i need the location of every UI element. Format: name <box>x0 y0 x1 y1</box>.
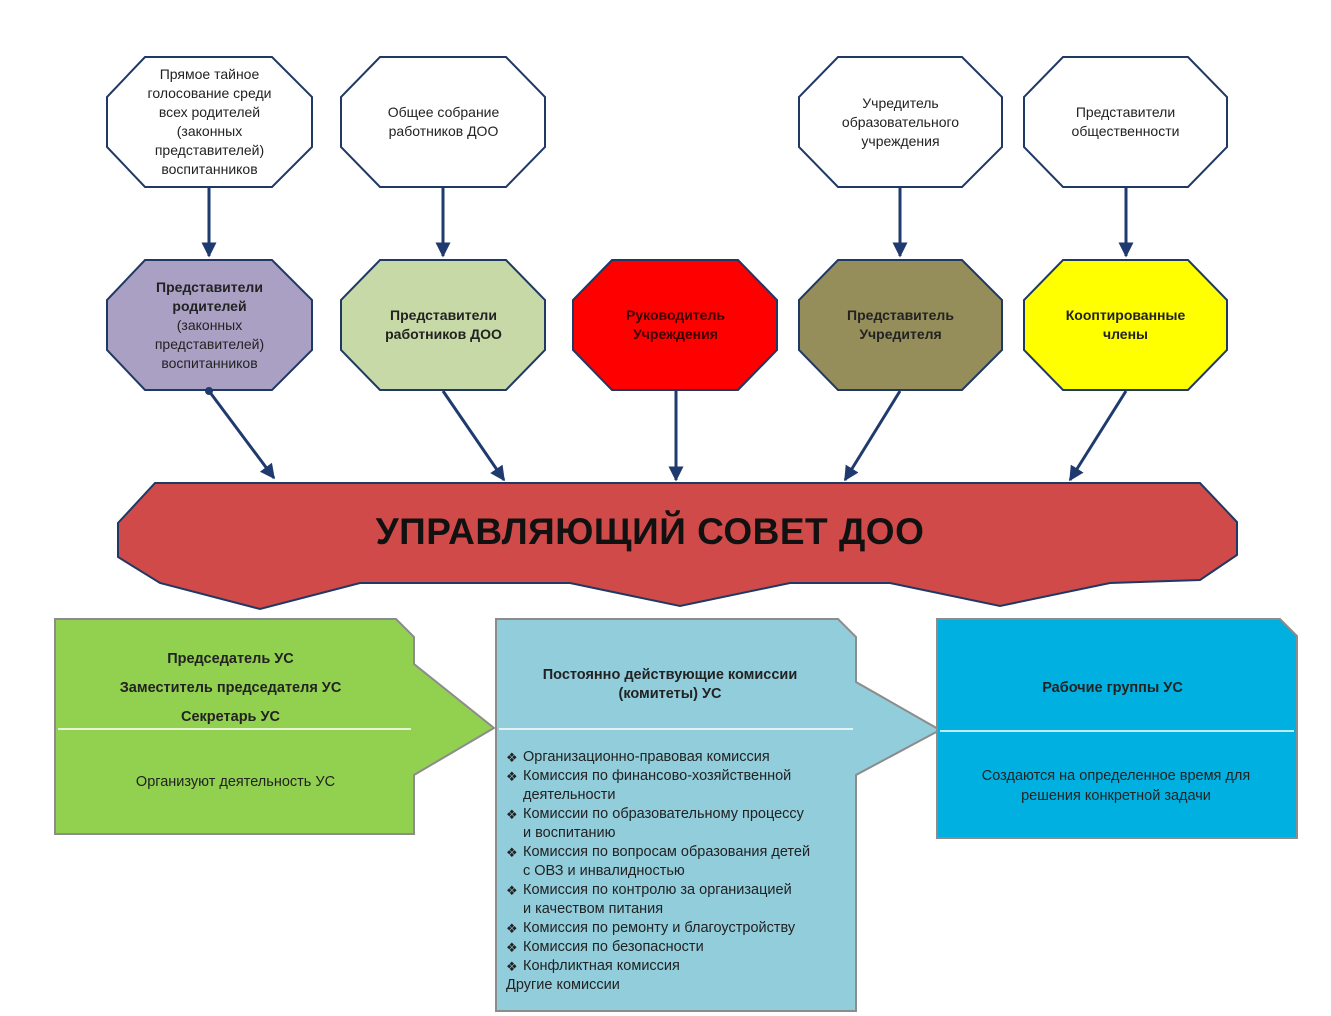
rep-label-head: Руководитель Учреждения <box>626 307 725 342</box>
role-deputy-chairman: Заместитель председателя УС <box>119 680 342 696</box>
source-label-founder: Учредитель образовательного учреждения <box>841 94 960 149</box>
bullet-icon: ❖ <box>506 959 518 974</box>
commission-item: ❖Конфликтная комиссия <box>506 958 680 974</box>
role-chairman: Председатель УС <box>167 651 294 667</box>
role-secretary: Секретарь УС <box>181 709 280 725</box>
rep-label-staff: Представители работников ДОО <box>385 307 502 342</box>
commissions-list: ❖Организационно-правовая комиссия ❖Комис… <box>506 748 846 995</box>
work-groups-box-shape <box>936 618 1298 839</box>
work-groups-title: Рабочие группы УС <box>1042 680 1183 696</box>
council-banner-shape <box>117 482 1238 611</box>
leadership-roles: Председатель УС Заместитель председателя… <box>58 645 403 732</box>
rep-label-coopted: Кооптированные члены <box>1065 307 1186 342</box>
leadership-description: Организуют деятельность УС <box>135 774 336 790</box>
rep-octagon-coopted <box>1023 259 1228 391</box>
arrow-staff-to-council <box>441 390 506 482</box>
bullet-icon: ❖ <box>506 807 518 822</box>
arrow-founder-rep-to-council <box>843 390 902 482</box>
source-label-staff-meeting: Общее собрание работников ДОО <box>387 104 500 139</box>
commission-item: ❖Организационно-правовая комиссия <box>506 749 770 765</box>
source-octagon-staff-meeting <box>340 56 546 188</box>
bullet-icon: ❖ <box>506 921 518 936</box>
bullet-icon: ❖ <box>506 750 518 765</box>
leadership-box-shape <box>54 618 496 835</box>
work-groups-description: Создаются на определенное время для реше… <box>981 768 1251 804</box>
bullet-icon: ❖ <box>506 883 518 898</box>
rep-octagon-parents <box>106 259 313 391</box>
rep-octagon-head <box>572 259 778 391</box>
commissions-title: Постоянно действующие комиссии (комитеты… <box>542 667 798 702</box>
bullet-icon: ❖ <box>506 769 518 784</box>
commission-item: ❖Комиссия по безопасности <box>506 939 704 955</box>
rep-label-founder: Представитель Учредителя <box>847 307 954 342</box>
rep-octagon-founder <box>798 259 1003 391</box>
bullet-icon: ❖ <box>506 845 518 860</box>
council-title: УПРАВЛЯЮЩИЙ СОВЕТ ДОО <box>375 511 925 552</box>
source-label-public: Представители общественности <box>1071 104 1180 139</box>
bullet-icon: ❖ <box>506 940 518 955</box>
commission-item: ❖Комиссия по ремонту и благоустройству <box>506 920 796 936</box>
source-octagon-founder <box>798 56 1003 188</box>
arrow-parents-to-council <box>207 390 276 480</box>
arrow-coopted-to-council <box>1068 390 1128 482</box>
source-label-parents-vote: Прямое тайное голосование среди всех род… <box>147 66 272 177</box>
rep-octagon-staff <box>340 259 546 391</box>
commission-other: Другие комиссии <box>506 977 620 993</box>
rep-label-parents: Представители родителей (законных предст… <box>154 278 265 371</box>
source-octagon-public <box>1023 56 1228 188</box>
source-octagon-parents-vote <box>106 56 313 188</box>
